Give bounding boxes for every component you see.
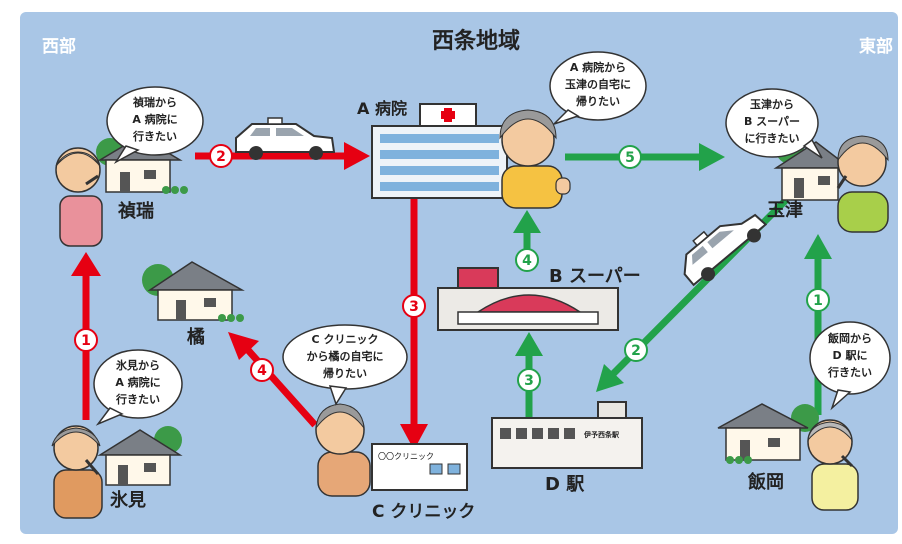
person-hospital xyxy=(499,109,571,209)
iioka-label: 飯岡 xyxy=(747,471,784,493)
svg-text:に行きたい: に行きたい xyxy=(745,131,800,145)
step-badge-green-4: 4 xyxy=(515,248,539,272)
step-badge-red-4: 4 xyxy=(250,358,274,382)
svg-text:5: 5 xyxy=(625,150,635,166)
step-badge-green-3: 3 xyxy=(517,368,541,392)
svg-text:4: 4 xyxy=(522,253,532,269)
hospital-building xyxy=(371,103,508,199)
supermarket-label: B スーパー xyxy=(549,266,641,287)
step-badge-red-1: 1 xyxy=(74,328,98,352)
taxi-icon-diagonal xyxy=(683,213,768,287)
person-tamatsu xyxy=(836,135,889,233)
station-sign: 伊予西条駅 xyxy=(583,430,620,439)
step-badge-red-2: 2 xyxy=(209,144,233,168)
svg-text:B スーパー: B スーパー xyxy=(744,115,800,128)
tachibana-label: 橘 xyxy=(186,327,205,348)
clinic-building xyxy=(371,443,468,491)
taxi-icon xyxy=(235,117,336,160)
speech-bubble-himi: 氷見から A 病院に 行きたい xyxy=(93,349,183,426)
east-label: 東部 xyxy=(859,36,893,57)
station-building xyxy=(491,401,643,469)
svg-text:玉津から: 玉津から xyxy=(750,97,794,111)
speech-bubble-tenzui: 禎瑞から A 病院に 行きたい xyxy=(106,86,204,165)
step-badge-green-5: 5 xyxy=(618,145,642,169)
svg-text:3: 3 xyxy=(409,299,419,315)
house-tamatsu xyxy=(773,136,853,201)
svg-text:から橘の自宅に: から橘の自宅に xyxy=(307,349,384,363)
svg-text:行きたい: 行きたい xyxy=(132,129,177,143)
speech-bubble-iioka: 飯岡から D 駅に 行きたい xyxy=(809,321,891,411)
svg-text:氷見から: 氷見から xyxy=(116,358,160,372)
svg-text:4: 4 xyxy=(257,363,267,379)
tamatsu-label: 玉津 xyxy=(767,199,803,221)
svg-text:禎瑞から: 禎瑞から xyxy=(132,95,177,109)
speech-bubble-hospital: A 病院から 玉津の自宅に 帰りたい xyxy=(549,51,647,125)
clinic-label: C クリニック xyxy=(372,502,475,522)
svg-text:帰りたい: 帰りたい xyxy=(323,366,367,380)
svg-text:玉津の自宅に: 玉津の自宅に xyxy=(565,77,631,91)
station-label: D 駅 xyxy=(545,474,585,495)
speech-bubble-clinic: C クリニック から橘の自宅に 帰りたい xyxy=(282,324,408,406)
person-clinic xyxy=(315,403,371,497)
west-label: 西部 xyxy=(42,36,76,57)
svg-text:1: 1 xyxy=(81,333,91,349)
house-himi xyxy=(97,426,183,486)
clinic-sign: 〇〇クリニック xyxy=(378,452,434,461)
svg-text:A 病院から: A 病院から xyxy=(570,60,626,74)
diagram-title: 西条地域 xyxy=(432,28,520,54)
svg-text:行きたい: 行きたい xyxy=(115,392,160,406)
svg-text:2: 2 xyxy=(216,149,226,165)
svg-text:2: 2 xyxy=(631,343,641,359)
himi-label: 氷見 xyxy=(110,489,146,511)
step-badge-green-1: 1 xyxy=(806,288,830,312)
svg-text:飯岡から: 飯岡から xyxy=(827,331,872,345)
svg-text:A 病院に: A 病院に xyxy=(115,375,160,389)
svg-text:1: 1 xyxy=(813,293,823,309)
house-tachibana xyxy=(142,261,245,322)
house-iioka xyxy=(717,403,819,464)
svg-text:A 病院に: A 病院に xyxy=(132,112,177,126)
speech-bubble-tamatsu: 玉津から B スーパー に行きたい xyxy=(725,88,823,159)
svg-text:C クリニック: C クリニック xyxy=(312,333,379,346)
person-tenzui xyxy=(55,147,103,247)
hospital-label: A 病院 xyxy=(357,99,407,118)
tenzui-label: 禎瑞 xyxy=(118,200,154,222)
person-iioka xyxy=(807,419,859,511)
step-badge-red-3: 3 xyxy=(402,294,426,318)
person-himi xyxy=(51,425,103,519)
supermarket-building xyxy=(437,267,619,331)
svg-text:D 駅に: D 駅に xyxy=(833,349,868,362)
step-badge-green-2: 2 xyxy=(624,338,648,362)
svg-text:帰りたい: 帰りたい xyxy=(576,94,620,108)
svg-text:行きたい: 行きたい xyxy=(827,365,872,379)
svg-text:3: 3 xyxy=(524,373,534,389)
